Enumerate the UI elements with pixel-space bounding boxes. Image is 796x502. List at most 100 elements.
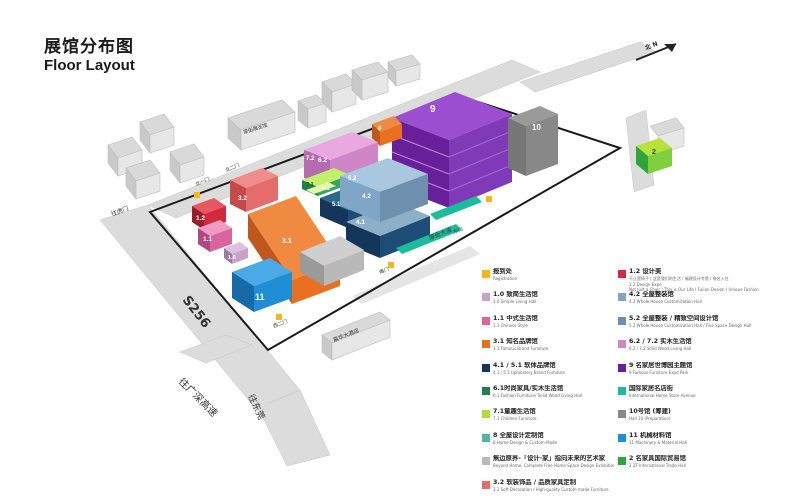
legend-label-en: 1.2 Design Expo: [629, 281, 662, 287]
label-hall-10: 10: [532, 123, 541, 132]
legend-label: 7.1童趣生活馆: [493, 408, 536, 416]
label-hall-7-1: 7.1: [306, 182, 314, 188]
label-hall-4-2: 4.2: [362, 193, 371, 200]
label-hall-6-1: 6.1: [322, 186, 330, 192]
legend-label-en: 6.1 Fashion Furniture/ Solid Wood Living…: [493, 392, 582, 398]
legend-swatch: [618, 316, 626, 325]
legend-swatch: [482, 316, 490, 325]
hall-8[interactable]: [372, 116, 402, 146]
hall-6-1-7-1[interactable]: [302, 168, 350, 196]
legend-item[interactable]: 10号馆 (筹建)Hall 10 (Preparation): [618, 408, 794, 431]
legend-label: 3.1 知名品牌馆: [493, 338, 538, 346]
legend-label: 报到处: [493, 268, 512, 275]
label-hall-5-1: 5.1: [332, 202, 341, 208]
legend-label-en: 11 Machinery & Material Hall: [629, 439, 687, 445]
legend-swatch: [618, 386, 626, 395]
hall-3-2[interactable]: [230, 168, 278, 212]
legend-label-en: 4.1 / 5.1 Upholstery Brand Furniture: [493, 369, 565, 375]
surrounding-buildings: [107, 54, 685, 361]
legend-label-en: 8 Home Design & Custom-Made: [493, 439, 558, 445]
legend-label: 1.2 设计美: [629, 268, 662, 275]
legend-label-en: 1.0 Simple Living Hall: [493, 299, 537, 305]
legend-label: 3.2 软装饰品 / 品质家具定制: [493, 478, 577, 486]
legend-label: 国际家居名店街: [629, 384, 674, 392]
legend-label: 10号馆 (筹建): [629, 408, 671, 416]
label-hall-4-1: 4.1: [356, 219, 365, 226]
legend-label: 1.0 致简生活馆: [493, 291, 538, 299]
page-subtitle: Floor Layout: [44, 57, 135, 74]
label-hall-3-1: 3.1: [282, 238, 292, 245]
legend-swatch: [482, 433, 490, 442]
hall-10[interactable]: [508, 106, 558, 176]
legend-label: 11 机械材料馆: [629, 431, 672, 439]
legend-label-en: 4.2 Whole House Customization Hall: [629, 299, 702, 305]
legend-label-en: Hall 10 (Preparation): [629, 416, 671, 422]
legend-swatch: [482, 386, 490, 395]
hall-1-0[interactable]: [224, 242, 248, 264]
legend-label-en: 3.1 Famous Brand Furniture: [493, 346, 549, 352]
label-hall-1-0: 1.0: [228, 255, 236, 261]
legend-label-en: International Home Store Avenue: [629, 392, 696, 398]
hall-2[interactable]: [636, 138, 672, 174]
legend-swatch: [618, 457, 626, 466]
legend-swatch: [482, 410, 490, 419]
design-pavilion[interactable]: [300, 236, 364, 286]
label-hall-1-1: 1.1: [203, 236, 212, 243]
legend-label-en: 6.2 / 7.2 Solid Wood Living Hall: [629, 346, 692, 352]
hall-1-1[interactable]: [198, 220, 232, 252]
floor-map: 9 10 11 3.1 3.2 1.2 1.1 1.0 6.2 7.2 7.1 …: [99, 40, 685, 466]
hall-11[interactable]: [232, 258, 292, 312]
label-houjie-road: 厚街大道: [428, 225, 453, 241]
label-hall-9: 9: [430, 104, 436, 115]
label-hall-1-2: 1.2: [196, 215, 205, 222]
legend-swatch: [618, 293, 626, 302]
east-road: [519, 41, 657, 93]
legend-swatch: [618, 433, 626, 442]
legend-swatch: [618, 410, 626, 419]
south-road: [257, 389, 331, 466]
legend-label-en: 9 Famous Furniture Expo Park: [629, 369, 689, 375]
legend-swatch: [482, 293, 490, 302]
label-hall-5-2: 5.2: [348, 176, 357, 182]
legend-swatch: [482, 457, 490, 466]
inner-road: [352, 246, 480, 304]
store-street[interactable]: [396, 196, 482, 254]
legend-label: 5.2 全屋整装 / 精致空间设计馆: [629, 314, 719, 322]
legend-label-en: 5.2 Whole House Customization Hall / Fin…: [629, 322, 752, 328]
west-road: [179, 334, 253, 364]
label-hall-3-2: 3.2: [238, 195, 247, 202]
label-hall-6-2: 6.2: [318, 157, 327, 164]
legend-label-en: 7.1 Children Furniture: [493, 416, 537, 422]
legend-swatch: [482, 363, 490, 372]
label-hall-7-2: 7.2: [306, 156, 315, 162]
hall-4-2-5-2[interactable]: [340, 158, 428, 222]
legend-label-sub-en: Not Just a Chair | This is Our Life | Fu…: [629, 287, 759, 292]
legend-label-sub: 不止是椅子 | 这是我们的生活 / 福建设计专馆 / 帝名入住: [629, 276, 729, 281]
legend-label: 4.1 / 5.1 软体品牌馆: [493, 361, 556, 369]
legend-label: 9 名家居世博园主题馆: [629, 361, 693, 369]
label-south-gate: 南门: [378, 266, 390, 276]
legend-label: 無边原界-「设计·家」指向未来的艺术家: [493, 455, 606, 463]
legend-label: 8 全屋设计定制馆: [493, 431, 544, 439]
registration-points[interactable]: [194, 192, 492, 320]
